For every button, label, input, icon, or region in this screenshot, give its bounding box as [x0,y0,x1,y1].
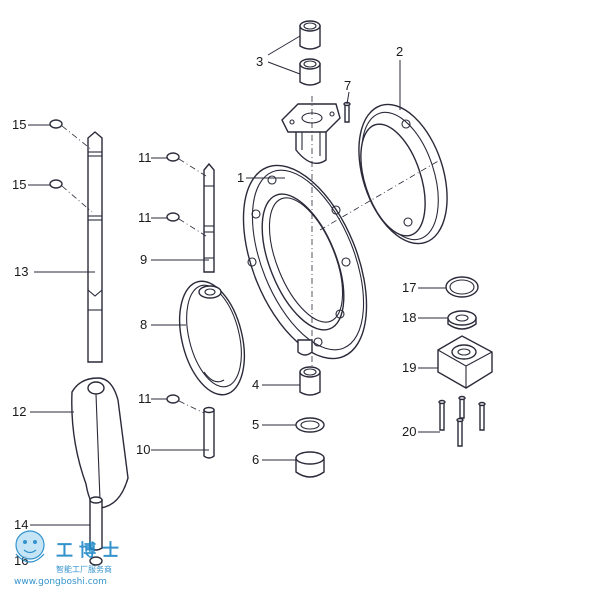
part-3-bushings [299,20,321,86]
part-1-valve-body [242,96,368,380]
label-part-19: 19 [402,360,416,375]
part-19-mounting-plate [437,335,493,389]
label-part-5: 5 [252,417,259,432]
part-6-cap [295,451,325,478]
part-7-screw [343,101,351,123]
label-part-13: 13 [14,264,28,279]
label-part-11-upper: 11 [138,150,152,165]
part-18-bushing [447,310,477,330]
label-part-8: 8 [140,317,147,332]
part-8-disc [178,280,246,396]
part-10-lower-stem [203,406,215,459]
label-part-18: 18 [402,310,416,325]
label-part-10: 10 [136,442,150,457]
label-part-1: 1 [237,170,244,185]
label-part-7: 7 [344,78,351,93]
watermark-brand: 工博士 [56,540,125,561]
label-part-11-lower: 11 [138,391,152,406]
label-part-20: 20 [402,424,416,439]
leader-lines [28,35,448,526]
part-14-pin [89,496,103,551]
part-13-stem [87,131,103,363]
label-part-14: 14 [14,517,28,532]
watermark: 工博士 智能工厂服务商 www.gongboshi.com [14,530,125,587]
part-11-rings [166,152,207,415]
part-17-ring [445,276,479,298]
label-part-12: 12 [12,404,26,419]
part-5-o-ring [295,417,325,433]
label-part-15-upper: 15 [12,117,26,132]
watermark-url: www.gongboshi.com [14,577,107,587]
part-20-bolts [438,395,486,447]
label-part-11-middle: 11 [138,210,152,225]
mascot-icon [15,530,45,563]
part-9-upper-stem [203,162,215,273]
part-15-rings [49,119,93,213]
part-4-bushing [299,366,321,396]
label-part-4: 4 [252,377,259,392]
part-labels: 3 2 7 1 15 15 13 11 11 9 8 11 10 12 14 1… [12,44,416,568]
part-12-disc-wedge [71,377,129,509]
watermark-slogan: 智能工厂服务商 [56,564,112,574]
label-part-17: 17 [402,280,416,295]
label-part-6: 6 [252,452,259,467]
label-part-2: 2 [396,44,403,59]
part-16-ring [89,556,103,566]
label-part-3: 3 [256,54,263,69]
part-2-liner [319,103,448,245]
label-part-9: 9 [140,252,147,267]
label-part-15-lower: 15 [12,177,26,192]
